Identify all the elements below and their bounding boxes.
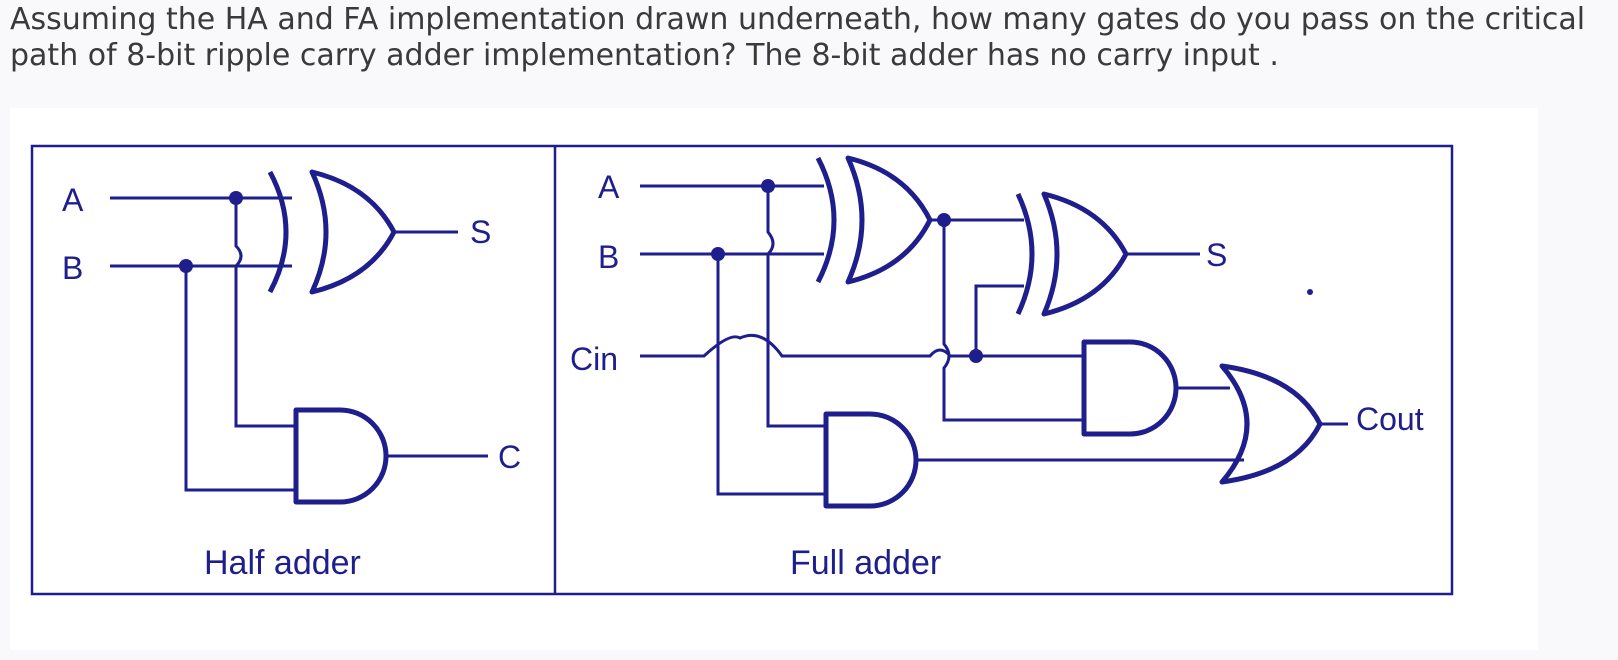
stray-dot	[1307, 289, 1313, 295]
fa-wire-a-down	[766, 186, 826, 428]
ha-output-c-label: C	[498, 439, 521, 475]
full-adder-caption: Full adder	[790, 544, 941, 582]
fa-xor-gate-1	[815, 155, 933, 285]
fa-wire-cin	[640, 333, 1082, 358]
fa-wire-xor1-branch	[942, 220, 1082, 422]
ha-wire-a-down	[234, 198, 296, 428]
adder-circuit-figure: A B S C Half adder A B Cin	[10, 108, 1538, 650]
ha-xor-gate	[267, 169, 397, 295]
ha-wire-b-down	[184, 266, 296, 492]
figure-frame	[30, 144, 1454, 596]
fa-output-cout-label: Cout	[1356, 401, 1424, 437]
fa-input-cin-label: Cin	[570, 341, 618, 377]
half-adder-caption: Half adder	[204, 544, 361, 582]
ha-input-b-label: B	[62, 250, 83, 286]
ha-and-gate	[293, 407, 389, 505]
half-adder-circuit: A B S C Half adder	[62, 169, 521, 582]
fa-xor-gate-2	[1015, 191, 1129, 317]
fa-output-s-label: S	[1206, 237, 1227, 273]
ha-input-a-label: A	[62, 182, 84, 218]
fa-input-b-label: B	[598, 239, 619, 275]
ha-output-s-label: S	[470, 214, 491, 250]
fa-input-a-label: A	[598, 169, 620, 205]
fa-and-gate-2	[1081, 339, 1179, 437]
circuit-diagram: A B S C Half adder A B Cin	[30, 144, 1454, 596]
fa-or-gate	[1219, 363, 1323, 485]
fa-wire-b-down	[716, 254, 826, 496]
full-adder-circuit: A B Cin S	[570, 155, 1424, 582]
fa-and-gate-1	[823, 411, 919, 509]
fa-wire-cin-up	[974, 284, 1024, 356]
question-text: Assuming the HA and FA implementation dr…	[10, 2, 1586, 73]
